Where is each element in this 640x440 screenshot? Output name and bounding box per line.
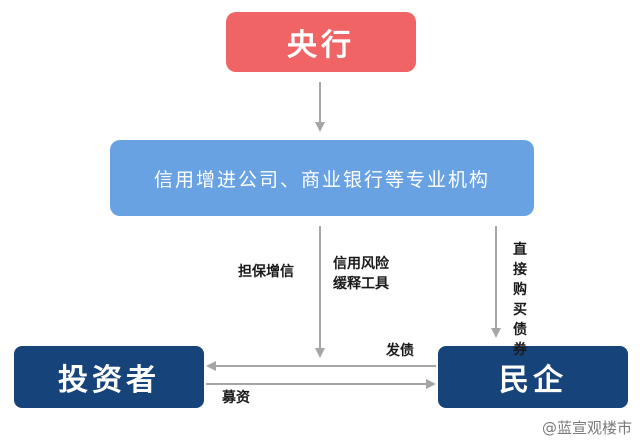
guarantee-label: 担保增信 bbox=[238, 264, 294, 280]
central-bank-label: 央行 bbox=[287, 28, 355, 63]
agencies-label: 信用增进公司、商业银行等专业机构 bbox=[153, 168, 490, 191]
credit-tools-line1: 信用风险 bbox=[333, 256, 389, 272]
issue-bonds-label: 发债 bbox=[386, 343, 414, 359]
credit-tools-line2: 缓释工具 bbox=[333, 276, 389, 292]
private-enterprise-node: 民企 bbox=[438, 346, 628, 408]
direct-buy-label: 直接购买债券 bbox=[513, 242, 527, 358]
watermark: @蓝宣观楼市 bbox=[541, 419, 632, 437]
central-bank-node: 央行 bbox=[226, 12, 416, 72]
credit-tools-label: 信用风险 缓释工具 bbox=[333, 254, 389, 294]
private-enterprise-label: 民企 bbox=[499, 363, 567, 398]
raise-funds-label: 募资 bbox=[222, 390, 250, 406]
agencies-node: 信用增进公司、商业银行等专业机构 bbox=[110, 140, 534, 216]
investors-label: 投资者 bbox=[58, 363, 160, 398]
investors-node: 投资者 bbox=[14, 346, 204, 408]
